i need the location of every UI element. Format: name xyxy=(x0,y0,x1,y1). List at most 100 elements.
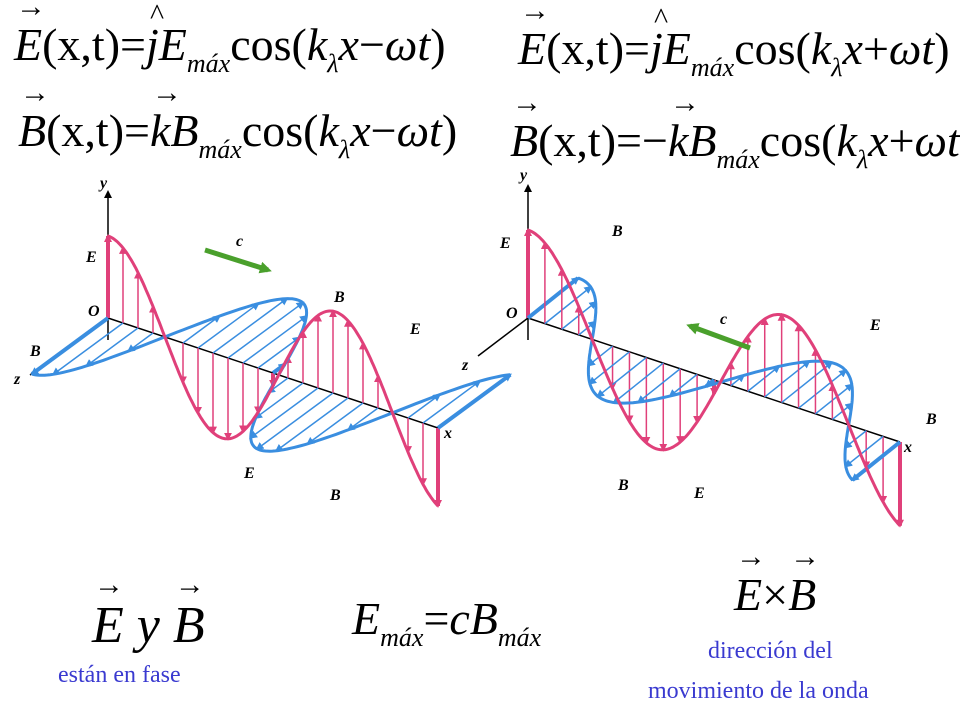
eq-cross: × xyxy=(762,569,789,620)
eq-unit-vector: j xyxy=(146,0,164,68)
eq-rhs: cB xyxy=(449,593,498,644)
right-B-vector xyxy=(596,356,647,398)
caption-in-phase: están en fase xyxy=(58,662,181,688)
right-z-axis xyxy=(477,317,529,357)
left-B-label-3: B xyxy=(329,487,341,504)
right-B-vector xyxy=(544,285,593,325)
right-B-vector xyxy=(612,362,664,404)
right-B-label-1: B xyxy=(611,223,623,240)
equation-emax: Emáx=cBmáx xyxy=(352,593,542,652)
eq-symbol: E xyxy=(518,0,550,72)
eq-operator: + xyxy=(862,23,889,74)
right-B-vector xyxy=(814,383,854,415)
eq-amplitude-sub: máx xyxy=(198,135,242,164)
left-B-vector xyxy=(255,392,334,451)
eq-k: k xyxy=(836,115,857,166)
eq-sign: − xyxy=(641,115,668,166)
eq-function: cos xyxy=(734,23,796,74)
left-B-vector xyxy=(257,336,301,369)
eq-args: (x,t) xyxy=(46,105,125,156)
left-axis-x-label: x xyxy=(443,425,452,442)
right-B-vector xyxy=(850,440,902,482)
eq-operator: − xyxy=(358,19,385,70)
eq-rhs-sub: máx xyxy=(497,623,542,652)
eq-symbol: E xyxy=(14,0,46,68)
left-E-wave xyxy=(107,234,440,507)
left-B-vector xyxy=(249,387,319,439)
right-E-label-2: E xyxy=(869,317,881,334)
eq-function: cos xyxy=(759,115,822,166)
eq-amplitude: B xyxy=(688,115,717,166)
left-B-vector xyxy=(212,297,289,354)
equation-left-B: B(x,t)=kBmáxcos(kλx−ωt) xyxy=(18,78,457,164)
left-B-vector xyxy=(242,315,308,364)
eq-B: B xyxy=(788,542,820,618)
left-diagram: y z x O c E E E B B B xyxy=(13,175,512,508)
right-axis-x-label: x xyxy=(903,439,912,456)
left-B-vector xyxy=(346,407,379,431)
left-wave-group xyxy=(30,234,512,508)
eq-wt: ωt xyxy=(888,23,935,74)
eq-operator: + xyxy=(888,115,915,166)
right-B-vector xyxy=(668,373,698,398)
right-origin-label: O xyxy=(506,305,518,322)
eq-k-sub: λ xyxy=(831,53,843,82)
eq-k: k xyxy=(306,19,328,70)
left-B-vector xyxy=(227,301,305,359)
eq-function: cos xyxy=(241,105,304,156)
right-B-vector xyxy=(636,368,681,404)
left-B-vector xyxy=(274,397,349,452)
left-E-label-2: E xyxy=(409,321,421,338)
left-E-label-1: E xyxy=(85,249,97,266)
eq-symbol: B xyxy=(18,78,50,154)
equation-cross-product: E×B xyxy=(734,542,820,620)
right-B-vector xyxy=(844,435,884,468)
left-c-label: c xyxy=(236,233,243,250)
eq-args: (x,t) xyxy=(546,23,625,74)
eq-amplitude-sub: máx xyxy=(690,53,735,82)
left-B-vector xyxy=(30,316,110,376)
equation-left-E: E(x,t)=jEmáxcos(kλx−ωt) xyxy=(14,0,446,77)
left-axis-y-label: y xyxy=(98,175,108,192)
eq-unit-vector: k xyxy=(150,78,183,154)
eq-symbol: B xyxy=(510,88,542,164)
right-B-vector xyxy=(764,360,811,398)
eq-x: x xyxy=(868,115,889,166)
eq-k-sub: λ xyxy=(856,145,869,174)
eq-x: x xyxy=(338,19,359,70)
left-B-vector xyxy=(51,322,124,376)
eq-operator: − xyxy=(370,105,397,156)
left-B-vector xyxy=(422,380,482,424)
eq-x: x xyxy=(842,23,863,74)
eq-k: k xyxy=(810,23,832,74)
eq-B: B xyxy=(173,570,205,652)
right-B-vector xyxy=(526,276,580,320)
eq-E: E xyxy=(92,570,124,652)
left-axis-z-label: z xyxy=(13,371,21,388)
right-B-wave xyxy=(577,276,854,482)
right-c-arrow xyxy=(686,323,751,351)
eq-wt: ωt xyxy=(914,115,960,166)
left-origin-label: O xyxy=(88,303,100,320)
eq-unit-vector: j xyxy=(650,4,668,72)
equation-E-y-B: E y B xyxy=(92,570,205,652)
eq-x: x xyxy=(350,105,371,156)
eq-k-sub: λ xyxy=(338,135,351,164)
right-B-label-3: B xyxy=(617,477,629,494)
eq-wt: ωt xyxy=(396,105,442,156)
left-B-label-1: B xyxy=(29,343,41,360)
left-B-vector xyxy=(407,393,442,419)
right-E-wave xyxy=(527,228,902,527)
right-B-vector xyxy=(587,345,614,367)
left-B-vector xyxy=(197,302,260,349)
left-B-label-2: B xyxy=(333,289,345,306)
caption-direction-line2: movimiento de la onda xyxy=(648,678,869,704)
eq-args: (x,t) xyxy=(42,19,121,70)
caption-direction-line1: dirección del xyxy=(708,638,833,664)
eq-amplitude-sub: máx xyxy=(716,145,760,174)
right-axis-y-label: y xyxy=(518,167,528,184)
left-E-label-3: E xyxy=(243,465,255,482)
left-B-vector xyxy=(436,373,512,430)
right-B-vector xyxy=(781,361,834,404)
